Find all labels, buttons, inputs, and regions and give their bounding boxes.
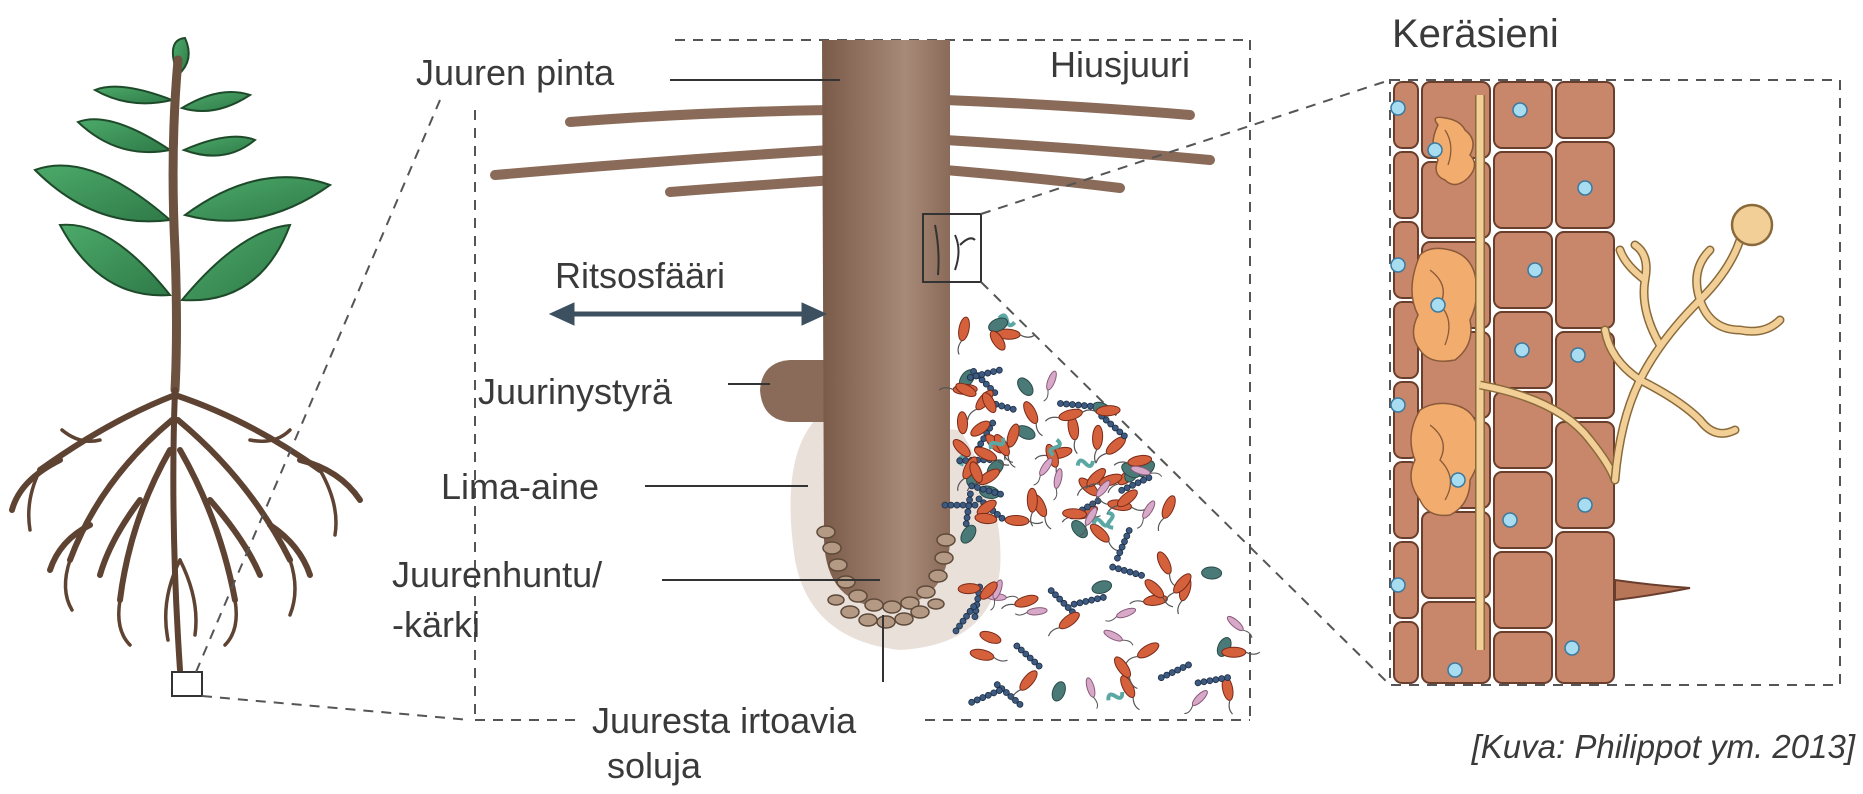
mycorrhizal-fungus-illustration [1390,80,1840,685]
label-fungus-title: Keräsieni [1392,12,1559,56]
plant-icon [12,38,360,696]
label-root-cap-line1: Juurenhuntu/ [392,554,602,595]
rhizosphere-arrow [550,303,826,325]
label-root-cap-line2: -kärki [392,604,480,645]
label-root-nodule: Juurinystyrä [478,371,673,412]
label-rhizosphere: Ritsosfääri [555,255,725,296]
label-sloughed-cells-line2: soluja [607,745,702,786]
root-body [822,40,950,608]
label-mucilage: Lima-aine [441,466,599,507]
label-sloughed-cells-line1: Juuresta irtoavia [592,700,857,741]
citation: [Kuva: Philippot ym. 2013] [1471,728,1856,765]
label-root-surface: Juuren pinta [416,52,615,93]
label-root-hair: Hiusjuuri [1050,44,1190,85]
bacteria-icons [939,314,1260,716]
